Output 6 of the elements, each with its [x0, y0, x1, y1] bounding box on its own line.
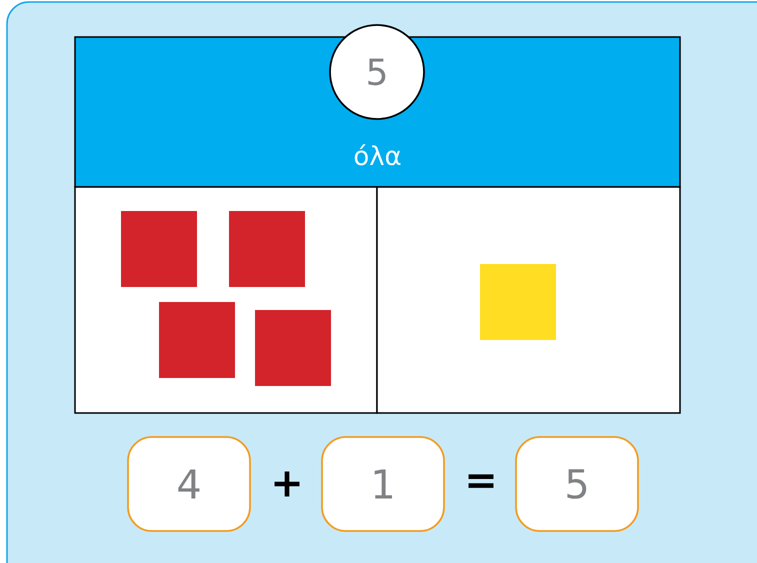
answer-box: 5 [515, 436, 639, 532]
plus-sign: + [274, 472, 300, 496]
equals-sign: = [468, 474, 494, 488]
answer-box: 4 [127, 436, 251, 532]
part-box [376, 186, 681, 414]
answer-box: 1 [321, 436, 445, 532]
